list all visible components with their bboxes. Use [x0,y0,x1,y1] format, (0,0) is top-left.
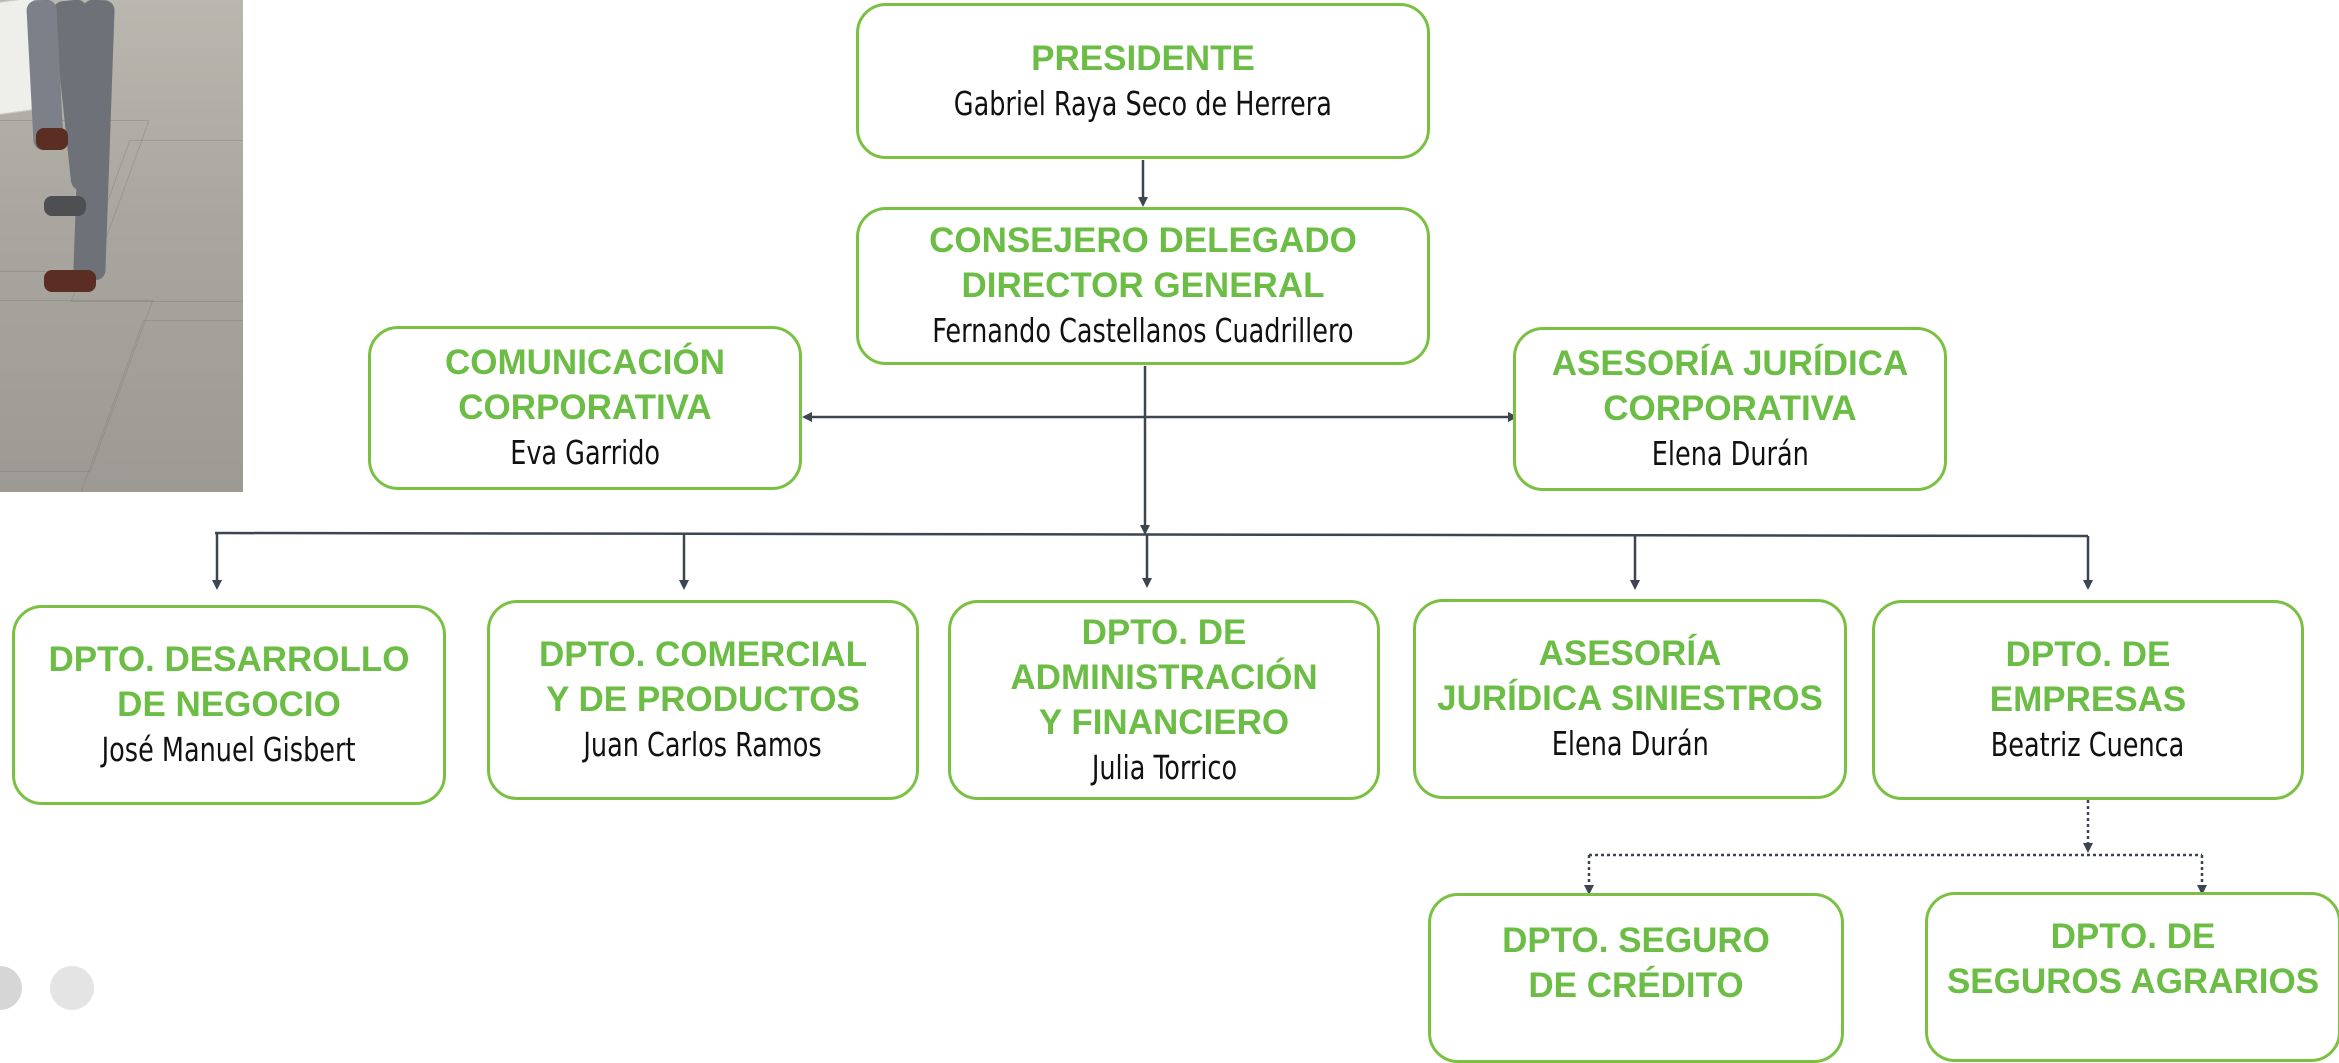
connector-lines [212,160,2207,895]
node-title: DPTO. SEGURO DE CRÉDITO [1502,921,1770,1005]
node-title: DPTO. DESARROLLO DE NEGOCIO [48,640,410,724]
node-name: Elena Durán [1651,434,1809,473]
node-dpto-comercial: DPTO. COMERCIAL Y DE PRODUCTOS Juan Carl… [487,600,919,800]
node-title: DPTO. DE SEGUROS AGRARIOS [1946,917,2320,1001]
pagination-dot[interactable] [0,966,22,1010]
node-title: COMUNICACIÓN CORPORATIVA [445,343,725,427]
node-title: DPTO. DE ADMINISTRACIÓN Y FINANCIERO [1010,612,1318,742]
node-name: Eva Garrido [510,433,660,472]
node-asesoria-juridica-corporativa: ASESORÍA JURÍDICA CORPORATIVA Elena Durá… [1513,327,1947,491]
node-title: ASESORÍA JURÍDICA SINIESTROS [1437,634,1823,718]
node-dpto-empresas: DPTO. DE EMPRESAS Beatriz Cuenca [1872,600,2304,800]
node-dpto-seguros-agrarios: DPTO. DE SEGUROS AGRARIOS [1925,892,2339,1062]
node-title: DPTO. COMERCIAL Y DE PRODUCTOS [539,635,867,719]
background-photo [0,0,243,492]
node-dpto-seguro-credito: DPTO. SEGURO DE CRÉDITO [1428,893,1844,1063]
node-asesoria-juridica-siniestros: ASESORÍA JURÍDICA SINIESTROS Elena Durán [1413,599,1847,799]
node-president: PRESIDENTE Gabriel Raya Seco de Herrera [856,3,1430,159]
node-name: Fernando Castellanos Cuadrillero [932,311,1354,350]
node-comunicacion-corporativa: COMUNICACIÓN CORPORATIVA Eva Garrido [368,326,802,490]
node-dpto-desarrollo: DPTO. DESARROLLO DE NEGOCIO José Manuel … [12,605,446,805]
node-name: Juan Carlos Ramos [583,725,823,764]
node-name: Beatriz Cuenca [1991,725,2185,764]
node-name: Julia Torrico [1091,747,1237,787]
node-dpto-administracion: DPTO. DE ADMINISTRACIÓN Y FINANCIERO Jul… [948,600,1380,800]
node-title: ASESORÍA JURÍDICA CORPORATIVA [1551,344,1909,428]
node-ceo: CONSEJERO DELEGADO DIRECTOR GENERAL Fern… [856,207,1430,365]
node-name: Gabriel Raya Seco de Herrera [953,83,1333,123]
pagination-dot[interactable] [50,966,94,1010]
node-title: PRESIDENTE [1031,38,1255,78]
node-title: DPTO. DE EMPRESAS [1989,635,2187,719]
node-title: CONSEJERO DELEGADO DIRECTOR GENERAL [929,221,1357,305]
node-name: José Manuel Gisbert [102,730,356,769]
node-name: Elena Durán [1551,724,1709,763]
